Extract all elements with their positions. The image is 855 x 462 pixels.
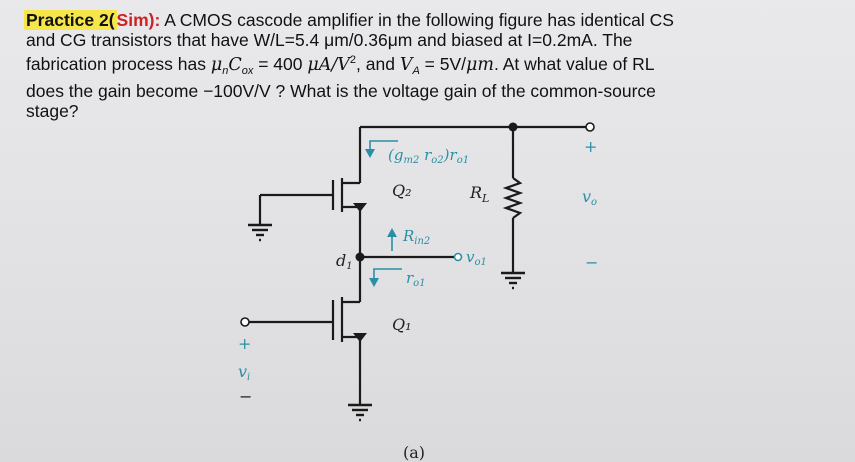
d1-label: d1 bbox=[336, 251, 353, 272]
vo-label: vo bbox=[582, 187, 597, 208]
ground-q2-gate bbox=[248, 223, 272, 242]
problem-line-1: Practice 2(Sim): A CMOS cascode amplifie… bbox=[24, 10, 674, 30]
vi-label: vi bbox=[238, 362, 250, 383]
vo-minus: − bbox=[585, 253, 598, 272]
ground-rl bbox=[501, 271, 525, 290]
vo1-label: vo1 bbox=[466, 248, 487, 268]
vi-terminal bbox=[240, 317, 250, 327]
vi-plus: + bbox=[238, 334, 251, 353]
problem-statement: Practice 2(Sim): A CMOS cascode amplifie… bbox=[24, 10, 826, 121]
rout-label: (gm2 ro2)ro1 bbox=[388, 146, 469, 166]
problem-line-3: fabrication process has μnCox = 400 μA/V… bbox=[26, 54, 655, 77]
rin2-label: Rin2 bbox=[402, 227, 430, 247]
vo1-terminal bbox=[453, 252, 463, 262]
practice-title: Practice 2( bbox=[24, 10, 117, 30]
q1-source-arrow bbox=[353, 333, 367, 342]
q1-label: Q₁ bbox=[392, 315, 412, 334]
figure-caption: (a) bbox=[403, 443, 425, 462]
vo-plus: + bbox=[584, 137, 597, 156]
rout-arrow-head bbox=[365, 149, 375, 158]
ground-q1-source bbox=[348, 403, 372, 422]
vo-terminal bbox=[585, 122, 595, 132]
q2-source-arrow bbox=[353, 203, 367, 212]
problem-line-2: and CG transistors that have W/L=5.4 μm/… bbox=[26, 30, 633, 50]
ro1-bracket bbox=[373, 268, 402, 282]
rl-resistor bbox=[502, 177, 524, 219]
ro1-label: ro1 bbox=[406, 269, 426, 289]
problem-line-4: does the gain become −100V/V ? What is t… bbox=[26, 81, 656, 101]
d1-node-dot bbox=[355, 252, 365, 262]
problem-line-5: stage? bbox=[26, 101, 79, 121]
sim-label: Sim bbox=[116, 10, 149, 30]
rin2-arrow-head bbox=[387, 228, 397, 237]
ro1-arrow-head bbox=[369, 278, 379, 287]
rl-label: RL bbox=[469, 183, 489, 205]
top-node-dot bbox=[508, 122, 518, 132]
vi-minus: − bbox=[239, 387, 252, 406]
q2-label: Q₂ bbox=[392, 181, 412, 200]
